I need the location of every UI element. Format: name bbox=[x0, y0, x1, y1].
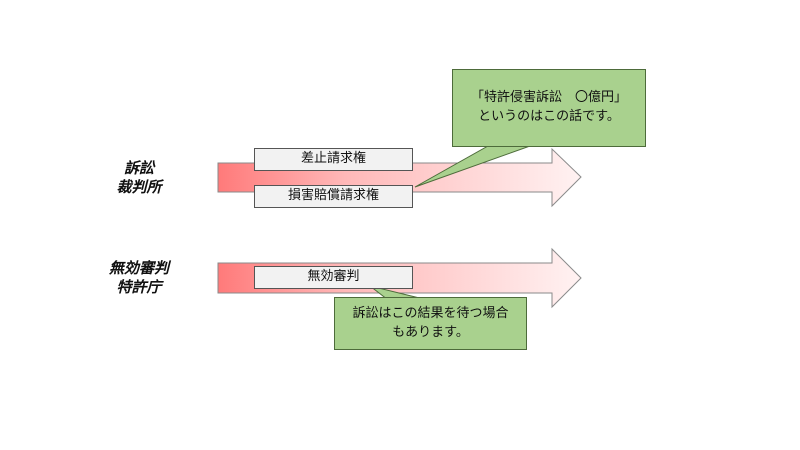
box-invalidation-trial: 無効審判 bbox=[254, 266, 413, 289]
row-label-line: 訴訟 bbox=[123, 159, 154, 177]
callout-line: 訴訟はこの結果を待つ場合 bbox=[352, 306, 509, 321]
row-label-line: 裁判所 bbox=[116, 178, 162, 196]
callout-line: というのはこの話です。 bbox=[478, 109, 620, 124]
box-injunction-right: 差止請求権 bbox=[254, 148, 413, 171]
callout-patent-lawsuit: 「特許侵害訴訟 〇億円」 というのはこの話です。 bbox=[452, 69, 646, 147]
callout-await-result: 訴訟はこの結果を待つ場合 もあります。 bbox=[334, 297, 527, 350]
row-label-invalidation: 無効審判 特許庁 bbox=[94, 259, 184, 297]
row-label-line: 無効審判 bbox=[108, 259, 169, 277]
row-label-litigation: 訴訟 裁判所 bbox=[94, 159, 184, 197]
row-label-line: 特許庁 bbox=[116, 278, 162, 296]
callout-line: もあります。 bbox=[392, 325, 469, 340]
callout-line: 「特許侵害訴訟 〇億円」 bbox=[470, 90, 627, 105]
box-damages-claim: 損害賠償請求権 bbox=[254, 185, 413, 208]
